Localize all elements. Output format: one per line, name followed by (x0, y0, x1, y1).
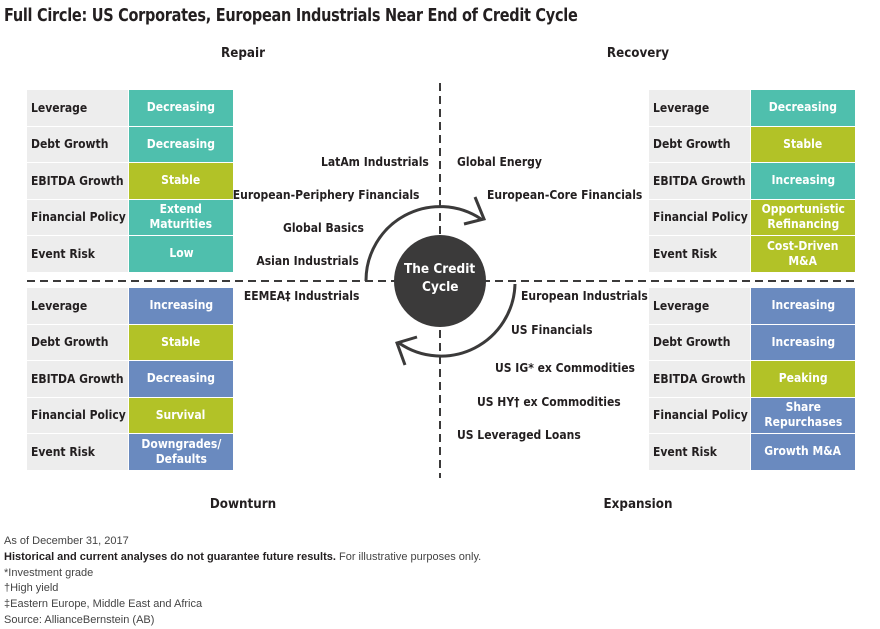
row-value: Peaking (751, 361, 855, 397)
phase-label-expansion: Expansion (603, 497, 673, 512)
footnotes: As of December 31, 2017 Historical and c… (4, 534, 481, 629)
row-value: Stable (129, 163, 233, 199)
row-value: Increasing (129, 288, 233, 324)
row-value: Increasing (751, 163, 855, 199)
row-value: Increasing (751, 288, 855, 324)
row-label: EBITDA Growth (649, 163, 750, 199)
footnote-eemea: ‡Eastern Europe, Middle East and Africa (4, 598, 203, 611)
sector-label: US Leveraged Loans (457, 428, 581, 442)
credit-cycle-label: The Credit Cycle (394, 260, 486, 296)
row-value: Increasing (751, 324, 855, 360)
row-label: Financial Policy (649, 199, 750, 235)
row-label: Debt Growth (649, 126, 750, 162)
row-label: Leverage (27, 288, 128, 324)
row-label: Debt Growth (27, 126, 128, 162)
row-label: Debt Growth (649, 324, 750, 360)
sector-label: US Financials (511, 323, 593, 337)
row-label: EBITDA Growth (649, 361, 750, 397)
sector-label: European Industrials (521, 289, 648, 303)
upper-cycle-arrow-icon (364, 205, 482, 282)
sector-label: US HY† ex Commodities (477, 395, 621, 409)
row-value: Decreasing (129, 90, 233, 126)
sector-label: Asian Industrials (256, 254, 359, 268)
phase-label-repair: Repair (221, 46, 265, 61)
row-value: Stable (751, 126, 855, 162)
row-value: Extend Maturities (129, 199, 233, 235)
row-label: EBITDA Growth (27, 361, 128, 397)
row-value: Cost-Driven M&A (751, 236, 855, 272)
row-value: Share Repurchases (751, 397, 855, 433)
row-value: Decreasing (751, 90, 855, 126)
row-label: Event Risk (27, 434, 128, 470)
credit-cycle-line2: Cycle (421, 279, 459, 295)
row-value: Decreasing (129, 126, 233, 162)
phase-label-downturn: Downturn (209, 497, 277, 512)
phase-label-recovery: Recovery (606, 46, 670, 61)
disclaimer-rest: For illustrative purposes only. (335, 550, 482, 563)
upper-arrowhead-icon (463, 196, 487, 226)
row-label: Debt Growth (27, 324, 128, 360)
footnote-hy: †High yield (4, 582, 59, 595)
row-label: Financial Policy (27, 397, 128, 433)
footnote-ig: *Investment grade (4, 566, 94, 579)
row-label: Leverage (649, 90, 750, 126)
as-of-date: As of December 31, 2017 (4, 535, 129, 547)
row-value: Opportunistic Refinancing (751, 199, 855, 235)
sector-label: European-Periphery Financials (232, 188, 419, 202)
sector-label: LatAm Industrials (321, 155, 429, 169)
row-label: Event Risk (649, 434, 750, 470)
sector-label: Global Basics (283, 221, 364, 235)
row-value: Growth M&A (751, 434, 855, 470)
row-label: Event Risk (649, 236, 750, 272)
chart-title: Full Circle: US Corporates, European Ind… (4, 6, 578, 26)
sector-label: US IG* ex Commodities (495, 361, 635, 375)
lower-cycle-arrow-icon (398, 283, 517, 358)
disclaimer: Historical and current analyses do not g… (4, 550, 481, 566)
row-label: Leverage (27, 90, 128, 126)
row-value: Stable (129, 324, 233, 360)
source: Source: AllianceBernstein (AB) (4, 613, 155, 626)
row-value: Low (129, 236, 233, 272)
sector-label: EEMEA‡ Industrials (243, 289, 359, 303)
row-label: Leverage (649, 288, 750, 324)
row-label: Financial Policy (649, 397, 750, 433)
sector-label: Global Energy (457, 155, 542, 169)
credit-cycle-line1: The Credit (404, 261, 476, 277)
row-label: EBITDA Growth (27, 163, 128, 199)
credit-cycle-circle (394, 235, 486, 327)
disclaimer-bold: Historical and current analyses do not g… (4, 550, 336, 563)
row-value: Decreasing (129, 361, 233, 397)
row-value: Survival (129, 397, 233, 433)
row-label: Financial Policy (27, 199, 128, 235)
row-value: Downgrades/ Defaults (129, 434, 233, 470)
sector-label: European-Core Financials (487, 188, 643, 202)
row-label: Event Risk (27, 236, 128, 272)
lower-arrowhead-icon (395, 335, 418, 366)
